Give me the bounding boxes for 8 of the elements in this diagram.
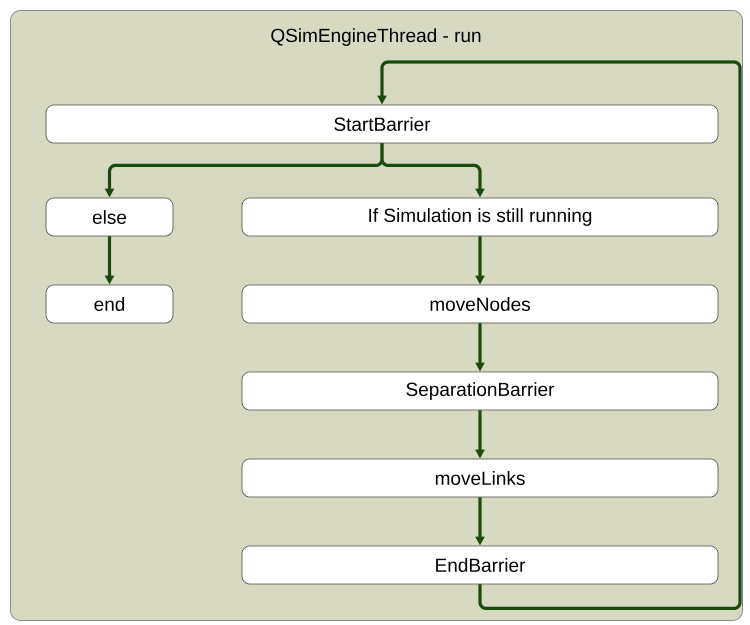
process-box: If Simulation is still running bbox=[242, 198, 718, 236]
process-box: StartBarrier bbox=[46, 104, 718, 144]
process-box: SeparationBarrier bbox=[242, 372, 718, 410]
process-box: moveNodes bbox=[242, 284, 718, 324]
process-box: EndBarrier bbox=[242, 546, 718, 584]
process-box: moveLinks bbox=[242, 458, 718, 498]
process-box: else bbox=[46, 198, 174, 236]
process-box: end bbox=[46, 284, 174, 324]
